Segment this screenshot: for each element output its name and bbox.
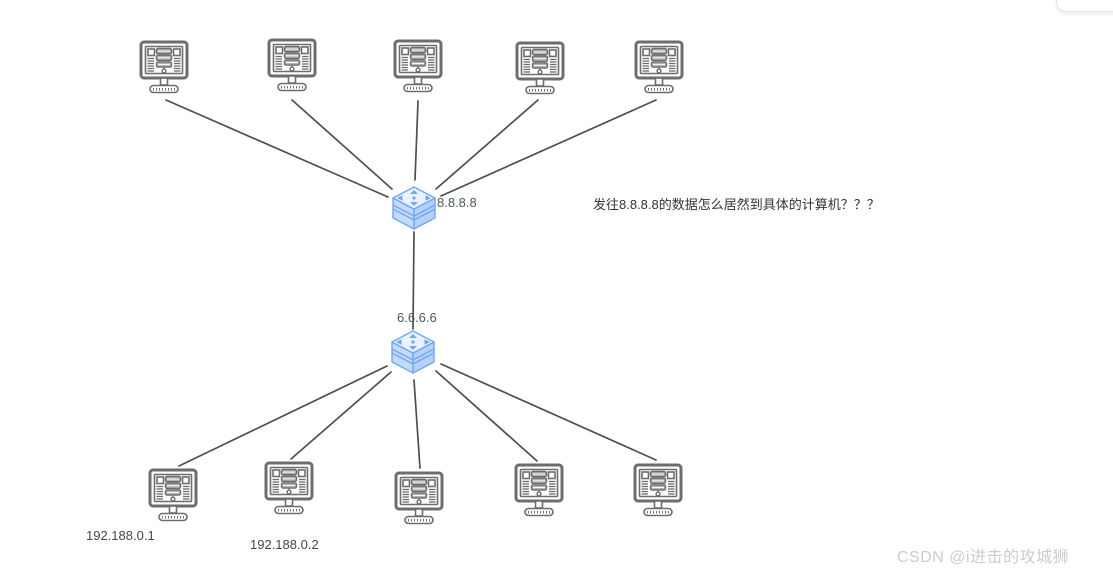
bottom-router-ip-label: 6.6.6.6 <box>397 310 437 325</box>
edge-top-pc3-switch <box>414 100 419 181</box>
computer-icon-bottom-2 <box>264 461 314 515</box>
edge-bottom-switch-pc3 <box>413 379 421 469</box>
computer-icon-top-2 <box>267 38 317 92</box>
edge-bottom-switch-pc4 <box>435 370 538 462</box>
edge-top-pc4-switch <box>435 99 539 190</box>
edge-bottom-switch-pc5 <box>440 363 657 461</box>
computer-icon-bottom-4 <box>514 463 564 517</box>
computer-icon-top-3 <box>393 39 443 93</box>
edge-top-pc1-switch <box>165 99 389 198</box>
connection-lines <box>165 99 657 469</box>
edge-top-pc2-switch <box>291 99 393 190</box>
edge-switch-switch <box>412 231 415 330</box>
csdn-watermark: CSDN @i进击的攻城狮 <box>897 549 1070 566</box>
computer-icon-top-4 <box>515 41 565 95</box>
switch-icon-top <box>392 186 436 230</box>
computer-icon-bottom-1 <box>148 468 198 522</box>
computer-icon-top-1 <box>139 40 189 94</box>
computer-icon-top-5 <box>634 40 684 94</box>
pc2-ip-label: 192.188.0.2 <box>250 537 319 552</box>
switch-icon-bottom <box>391 330 435 374</box>
top-router-ip-label: 8.8.8.8 <box>437 195 477 210</box>
edge-bottom-switch-pc1 <box>178 365 388 467</box>
corner-panel-edge <box>1056 0 1113 12</box>
computer-icon-bottom-5 <box>633 463 683 517</box>
computer-icon-bottom-3 <box>394 471 444 525</box>
pc1-ip-label: 192.188.0.1 <box>86 528 155 543</box>
edge-top-pc5-switch <box>440 99 657 197</box>
annotation-text: 发往8.8.8.8的数据怎么居然到具体的计算机？？？ <box>593 197 880 212</box>
edge-bottom-switch-pc2 <box>290 371 392 460</box>
